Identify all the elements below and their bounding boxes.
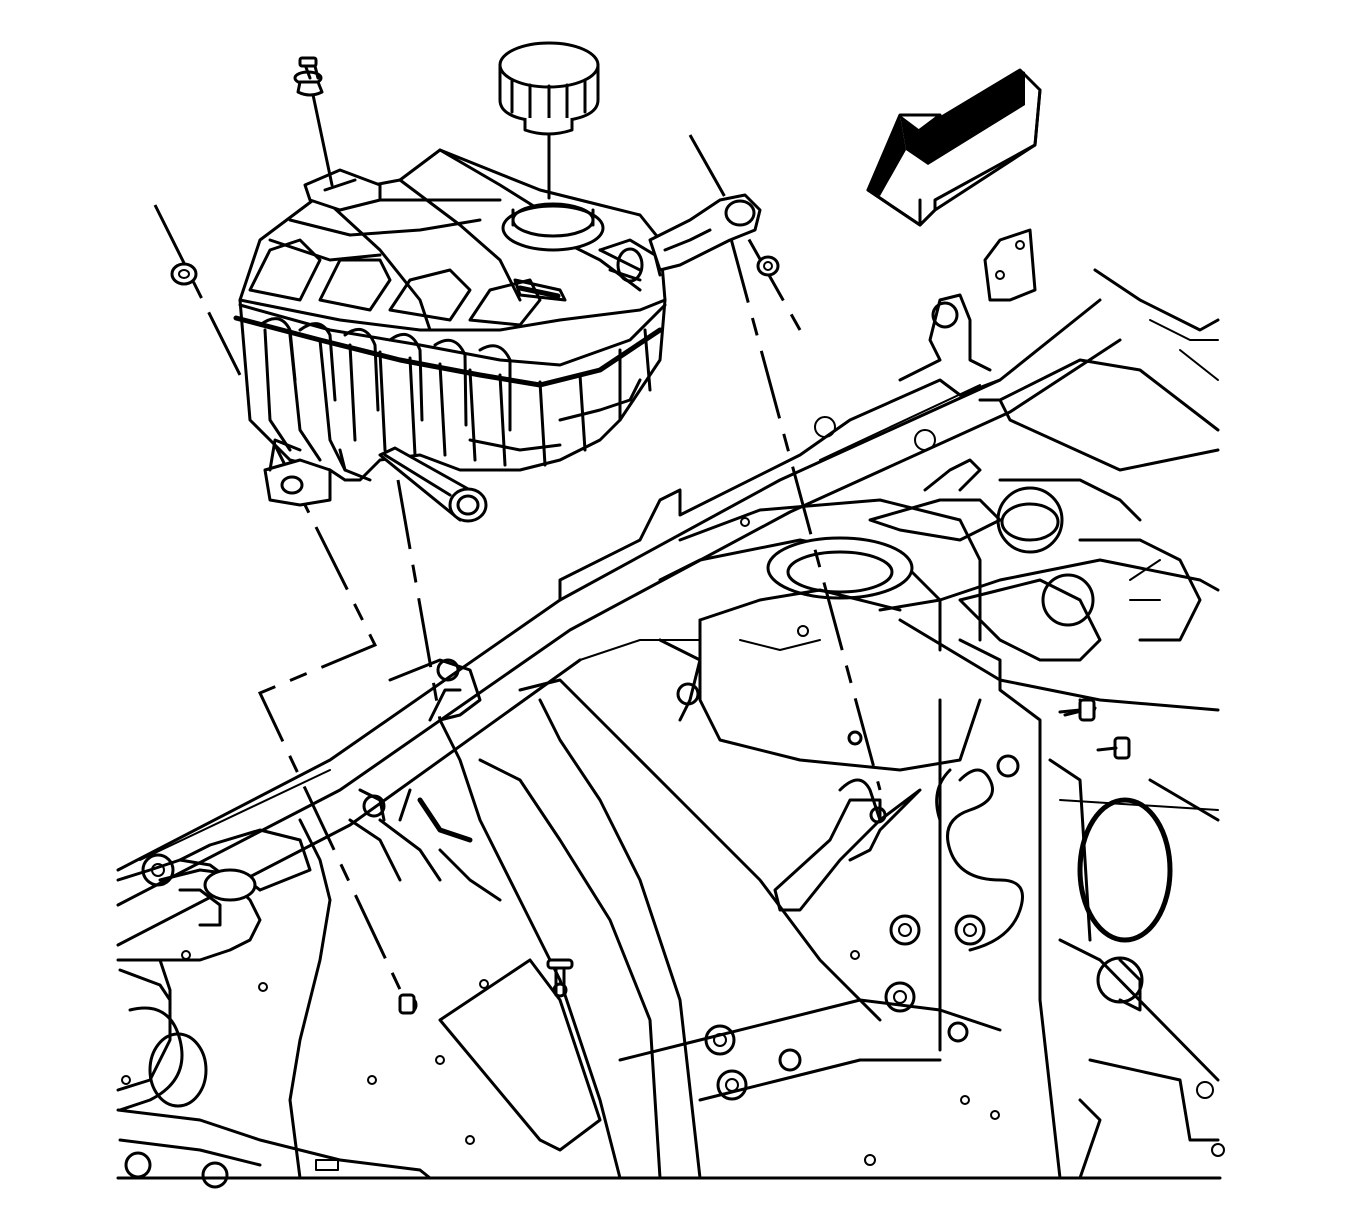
apron-fastener-holes bbox=[704, 416, 1225, 1166]
pressure-cap bbox=[498, 41, 600, 200]
front-direction-arrow bbox=[866, 68, 1042, 227]
stud-bolts bbox=[1058, 698, 1131, 760]
mounting-grommet-right bbox=[756, 255, 780, 277]
push-pin-retainer bbox=[293, 56, 334, 187]
mounting-grommet-left bbox=[170, 262, 198, 286]
mounting-bolt bbox=[398, 993, 416, 1015]
vehicle-body-structure bbox=[116, 228, 1225, 1189]
coolant-reservoir bbox=[233, 148, 762, 523]
